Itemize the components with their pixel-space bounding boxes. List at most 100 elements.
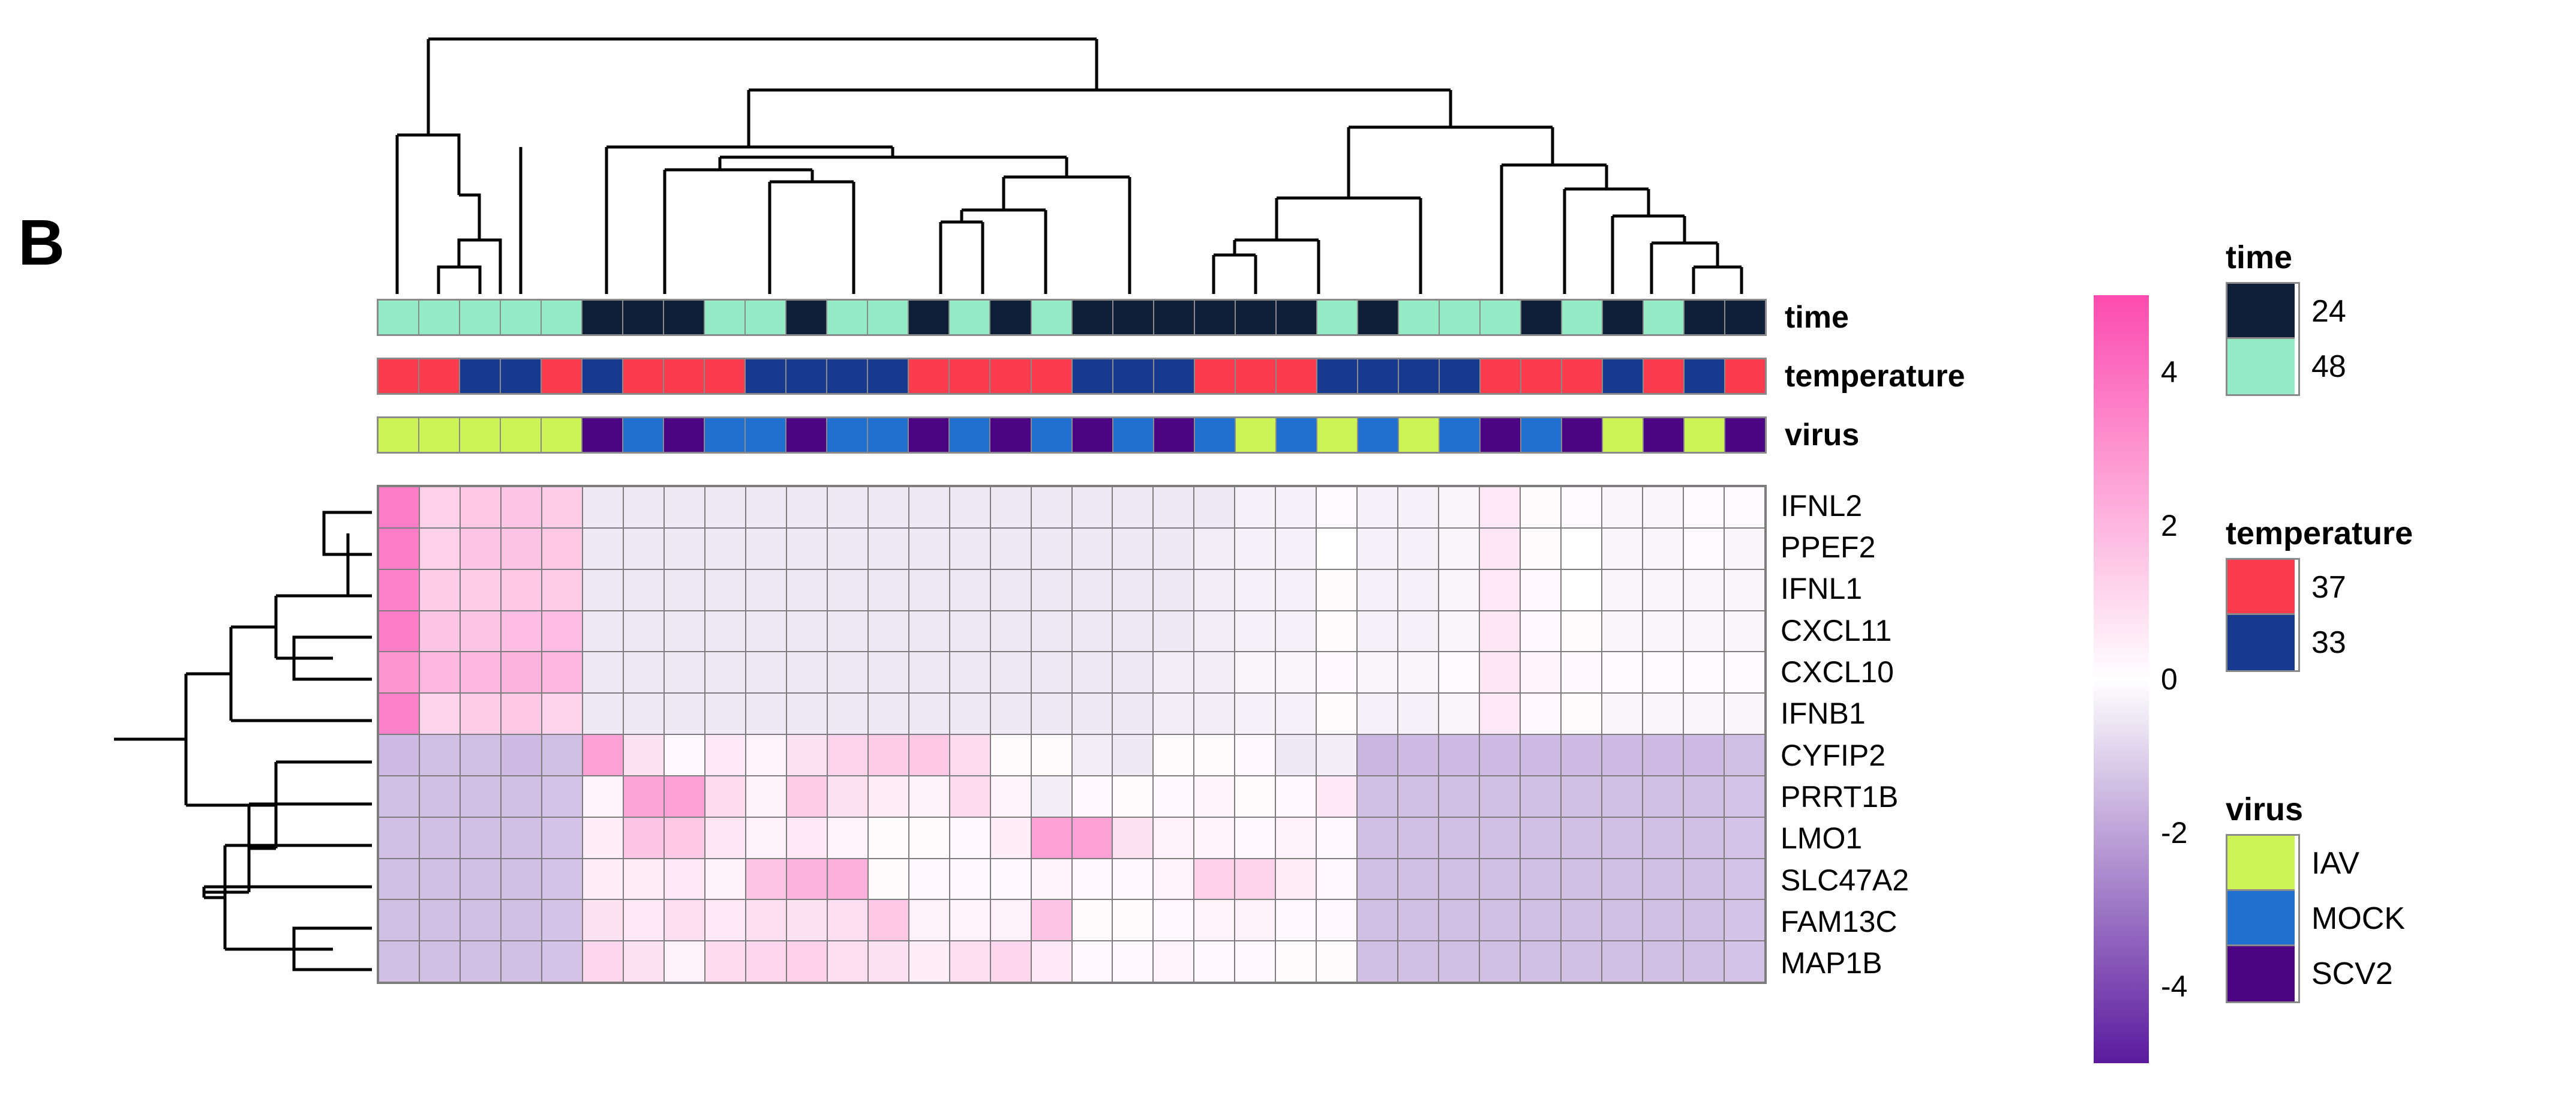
heatmap-cell <box>950 652 990 693</box>
heatmap-cell <box>705 652 745 693</box>
heatmap-cell <box>786 776 827 817</box>
annotation-cell-time <box>1643 301 1685 334</box>
legend-item: 37 <box>2227 560 2346 615</box>
heatmap-cell <box>542 735 582 775</box>
heatmap-cell <box>1358 487 1398 527</box>
heatmap-cell <box>1480 900 1520 941</box>
heatmap-cell <box>1317 941 1357 982</box>
heatmap-cell <box>746 569 786 610</box>
heatmap-cell <box>1643 487 1683 527</box>
heatmap-cell <box>1398 735 1439 775</box>
heatmap-cell <box>909 569 949 610</box>
heatmap-cell <box>1235 487 1275 527</box>
annotation-cell-time <box>379 301 420 334</box>
colorbar-tick-label: 2 <box>2161 509 2178 542</box>
heatmap-cell <box>419 941 460 982</box>
heatmap-cell <box>1684 694 1724 734</box>
heatmap-cell <box>379 735 419 775</box>
heatmap-cell <box>1072 528 1112 569</box>
heatmap-cell <box>419 652 460 693</box>
heatmap-cell <box>1480 569 1520 610</box>
heatmap-cell <box>1398 487 1439 527</box>
heatmap-cell <box>623 859 663 899</box>
heatmap-cell <box>990 859 1031 899</box>
annotation-cell-virus <box>1194 418 1236 452</box>
heatmap-cell <box>583 694 623 734</box>
heatmap-cell <box>746 817 786 858</box>
legend-label: 33 <box>2311 625 2346 660</box>
heatmap-cell <box>786 859 827 899</box>
heatmap-cell <box>1113 694 1153 734</box>
legend-time-title: time <box>2226 239 2293 275</box>
heatmap-cell <box>827 735 867 775</box>
heatmap-cell <box>990 900 1031 941</box>
heatmap-cell <box>705 941 745 982</box>
heatmap-cell <box>419 528 460 569</box>
heatmap-cell <box>705 776 745 817</box>
heatmap-cell <box>1562 735 1602 775</box>
annotation-cell-time <box>1521 301 1562 334</box>
heatmap-cell <box>909 694 949 734</box>
heatmap-cell <box>379 528 419 569</box>
legend-virus-title: virus <box>2226 791 2304 827</box>
heatmap-cell <box>664 859 704 899</box>
annotation-cell-time <box>868 301 909 334</box>
heatmap-cell <box>909 528 949 569</box>
heatmap-cell <box>460 528 500 569</box>
heatmap-cell <box>419 694 460 734</box>
heatmap-cell <box>542 900 582 941</box>
legend-item: 48 <box>2227 339 2346 394</box>
annotation-cell-time <box>542 301 583 334</box>
heatmap-cell <box>1358 817 1398 858</box>
heatmap-cell <box>542 569 582 610</box>
heatmap-cell <box>1358 776 1398 817</box>
heatmap-cell <box>1194 652 1235 693</box>
heatmap-cell <box>542 941 582 982</box>
heatmap-cell <box>1276 569 1316 610</box>
heatmap-cell <box>868 817 908 858</box>
heatmap-cell <box>1113 941 1153 982</box>
heatmap-cell <box>623 569 663 610</box>
heatmap-cell <box>583 735 623 775</box>
annotation-cell-time <box>419 301 461 334</box>
heatmap-cell <box>501 487 541 527</box>
legend-item: SCV2 <box>2227 946 2393 1001</box>
heatmap-cell <box>909 611 949 652</box>
heatmap-cell <box>1439 611 1479 652</box>
heatmap-cell <box>1194 735 1235 775</box>
heatmap-cell <box>1276 487 1316 527</box>
heatmap-cell <box>1317 776 1357 817</box>
heatmap-cell <box>990 569 1031 610</box>
heatmap-cell <box>1398 859 1439 899</box>
heatmap-cell <box>990 652 1031 693</box>
heatmap-cell <box>1602 817 1643 858</box>
heatmap-cell <box>1154 735 1194 775</box>
annotation-cell-virus <box>990 418 1032 452</box>
heatmap-cell <box>746 859 786 899</box>
heatmap-cell <box>1154 694 1194 734</box>
heatmap-cell <box>786 652 827 693</box>
annotation-cell-temperature <box>827 359 869 393</box>
annotation-cell-time <box>1113 301 1154 334</box>
heatmap-row-label: IFNB1 <box>1781 697 1866 731</box>
heatmap-cell <box>1113 859 1153 899</box>
heatmap-cell <box>990 694 1031 734</box>
heatmap-cell <box>1276 776 1316 817</box>
annotation-cell-temperature <box>1072 359 1113 393</box>
heatmap-cell <box>1194 694 1235 734</box>
colorbar-tick-label: -2 <box>2161 816 2188 850</box>
heatmap-cell <box>1317 859 1357 899</box>
heatmap-cell <box>583 900 623 941</box>
legend-swatch <box>2227 946 2295 1001</box>
heatmap-cell <box>379 569 419 610</box>
heatmap-cell <box>623 694 663 734</box>
heatmap-cell <box>827 776 867 817</box>
heatmap-cell <box>1439 817 1479 858</box>
heatmap-cell <box>1439 569 1479 610</box>
heatmap-cell <box>1276 735 1316 775</box>
legend-item: 24 <box>2227 284 2346 339</box>
annotation-cell-time <box>1276 301 1317 334</box>
heatmap-cell <box>1521 569 1561 610</box>
heatmap-cell <box>1154 487 1194 527</box>
